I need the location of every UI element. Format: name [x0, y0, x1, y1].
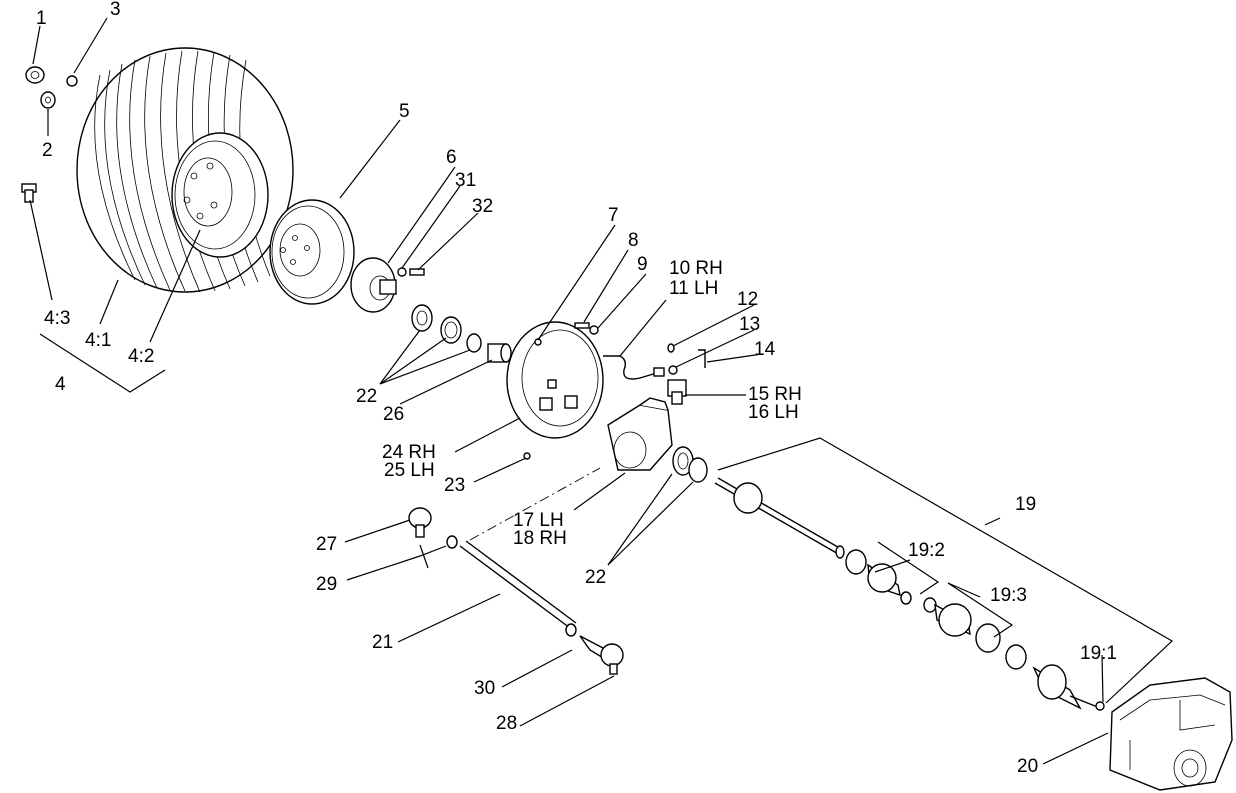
callout-9: 9	[637, 254, 648, 275]
callout-25-lh: 25 LH	[384, 460, 435, 481]
lug-nut	[25, 66, 45, 84]
hub-bearing-set	[411, 304, 482, 353]
callout-6: 6	[446, 147, 457, 168]
callout-28: 28	[496, 713, 517, 734]
callout-1: 1	[36, 8, 47, 29]
valve-stem	[21, 183, 37, 203]
brake-line-fitting	[653, 367, 665, 377]
callout-21: 21	[372, 632, 393, 653]
leader-lines	[29, 17, 1173, 765]
brake-line	[603, 355, 661, 380]
brake-backing-plate	[506, 321, 604, 460]
callout-11-lh: 11 LH	[669, 278, 718, 299]
callout-19-2: 19:2	[908, 540, 945, 561]
assembly-centerline	[469, 467, 601, 541]
wheel-rim	[171, 132, 269, 258]
callout-19: 19	[1015, 494, 1036, 515]
cv-boot-kit-outer	[845, 549, 912, 605]
drive-axle	[714, 477, 845, 559]
callout-22-right: 22	[585, 567, 606, 588]
washer	[40, 91, 56, 109]
callout-3: 3	[110, 0, 121, 20]
bolt-washer	[589, 325, 599, 335]
clip-washer	[668, 365, 678, 375]
hub-washer	[397, 267, 407, 277]
callout-20: 20	[1017, 756, 1038, 777]
callout-7: 7	[608, 205, 619, 226]
gearbox	[1109, 677, 1233, 791]
knuckle-bearing-set	[672, 446, 708, 483]
screw	[667, 343, 675, 353]
bolt	[574, 322, 590, 329]
callout-19-1: 19:1	[1080, 643, 1117, 664]
callout-8: 8	[628, 230, 639, 251]
callout-15-rh: 15 RH	[748, 384, 802, 405]
callout-32: 32	[472, 196, 493, 217]
callout-4-3: 4:3	[44, 308, 70, 329]
cv-joint	[1005, 644, 1105, 711]
callout-14: 14	[754, 339, 776, 360]
steering-knuckle	[607, 397, 673, 471]
callout-18-rh: 18 RH	[513, 528, 567, 549]
callout-4-1: 4:1	[85, 330, 111, 351]
jam-nut-left	[446, 535, 458, 549]
callout-labels: 1 3 2 4:3 4:1 4:2 4 5 6 31 32 7 8 9 10 R…	[36, 0, 1117, 777]
callout-26: 26	[383, 404, 404, 425]
callout-16-lh: 16 LH	[748, 402, 799, 423]
wheel-hub	[350, 257, 397, 313]
spacer	[487, 343, 512, 363]
tie-rod-end-left	[408, 507, 432, 538]
callout-12: 12	[737, 289, 758, 310]
callout-27: 27	[316, 534, 337, 555]
cv-boot-kit-inner	[923, 597, 1001, 653]
callout-30: 30	[474, 678, 495, 699]
callout-29: 29	[316, 574, 337, 595]
hub-bolt	[409, 268, 425, 276]
callout-10-rh: 10 RH	[669, 258, 723, 279]
callout-23: 23	[444, 475, 465, 496]
callout-19-3: 19:3	[990, 585, 1027, 606]
brake-bracket	[667, 379, 687, 405]
nut	[66, 75, 78, 87]
callout-5: 5	[399, 101, 410, 122]
retaining-clip	[698, 349, 706, 368]
callout-31: 31	[455, 170, 476, 191]
callout-4-2: 4:2	[128, 346, 154, 367]
callout-22-left: 22	[356, 386, 377, 407]
tie-rod	[459, 540, 577, 629]
callout-2: 2	[42, 140, 53, 161]
callout-17-lh: 17 LH	[513, 510, 564, 531]
callout-4: 4	[55, 374, 66, 395]
jam-nut-right	[565, 623, 577, 637]
tie-rod-end-right	[579, 635, 624, 675]
callout-13: 13	[739, 314, 760, 335]
callout-24-rh: 24 RH	[382, 442, 436, 463]
brake-drum	[269, 199, 355, 305]
